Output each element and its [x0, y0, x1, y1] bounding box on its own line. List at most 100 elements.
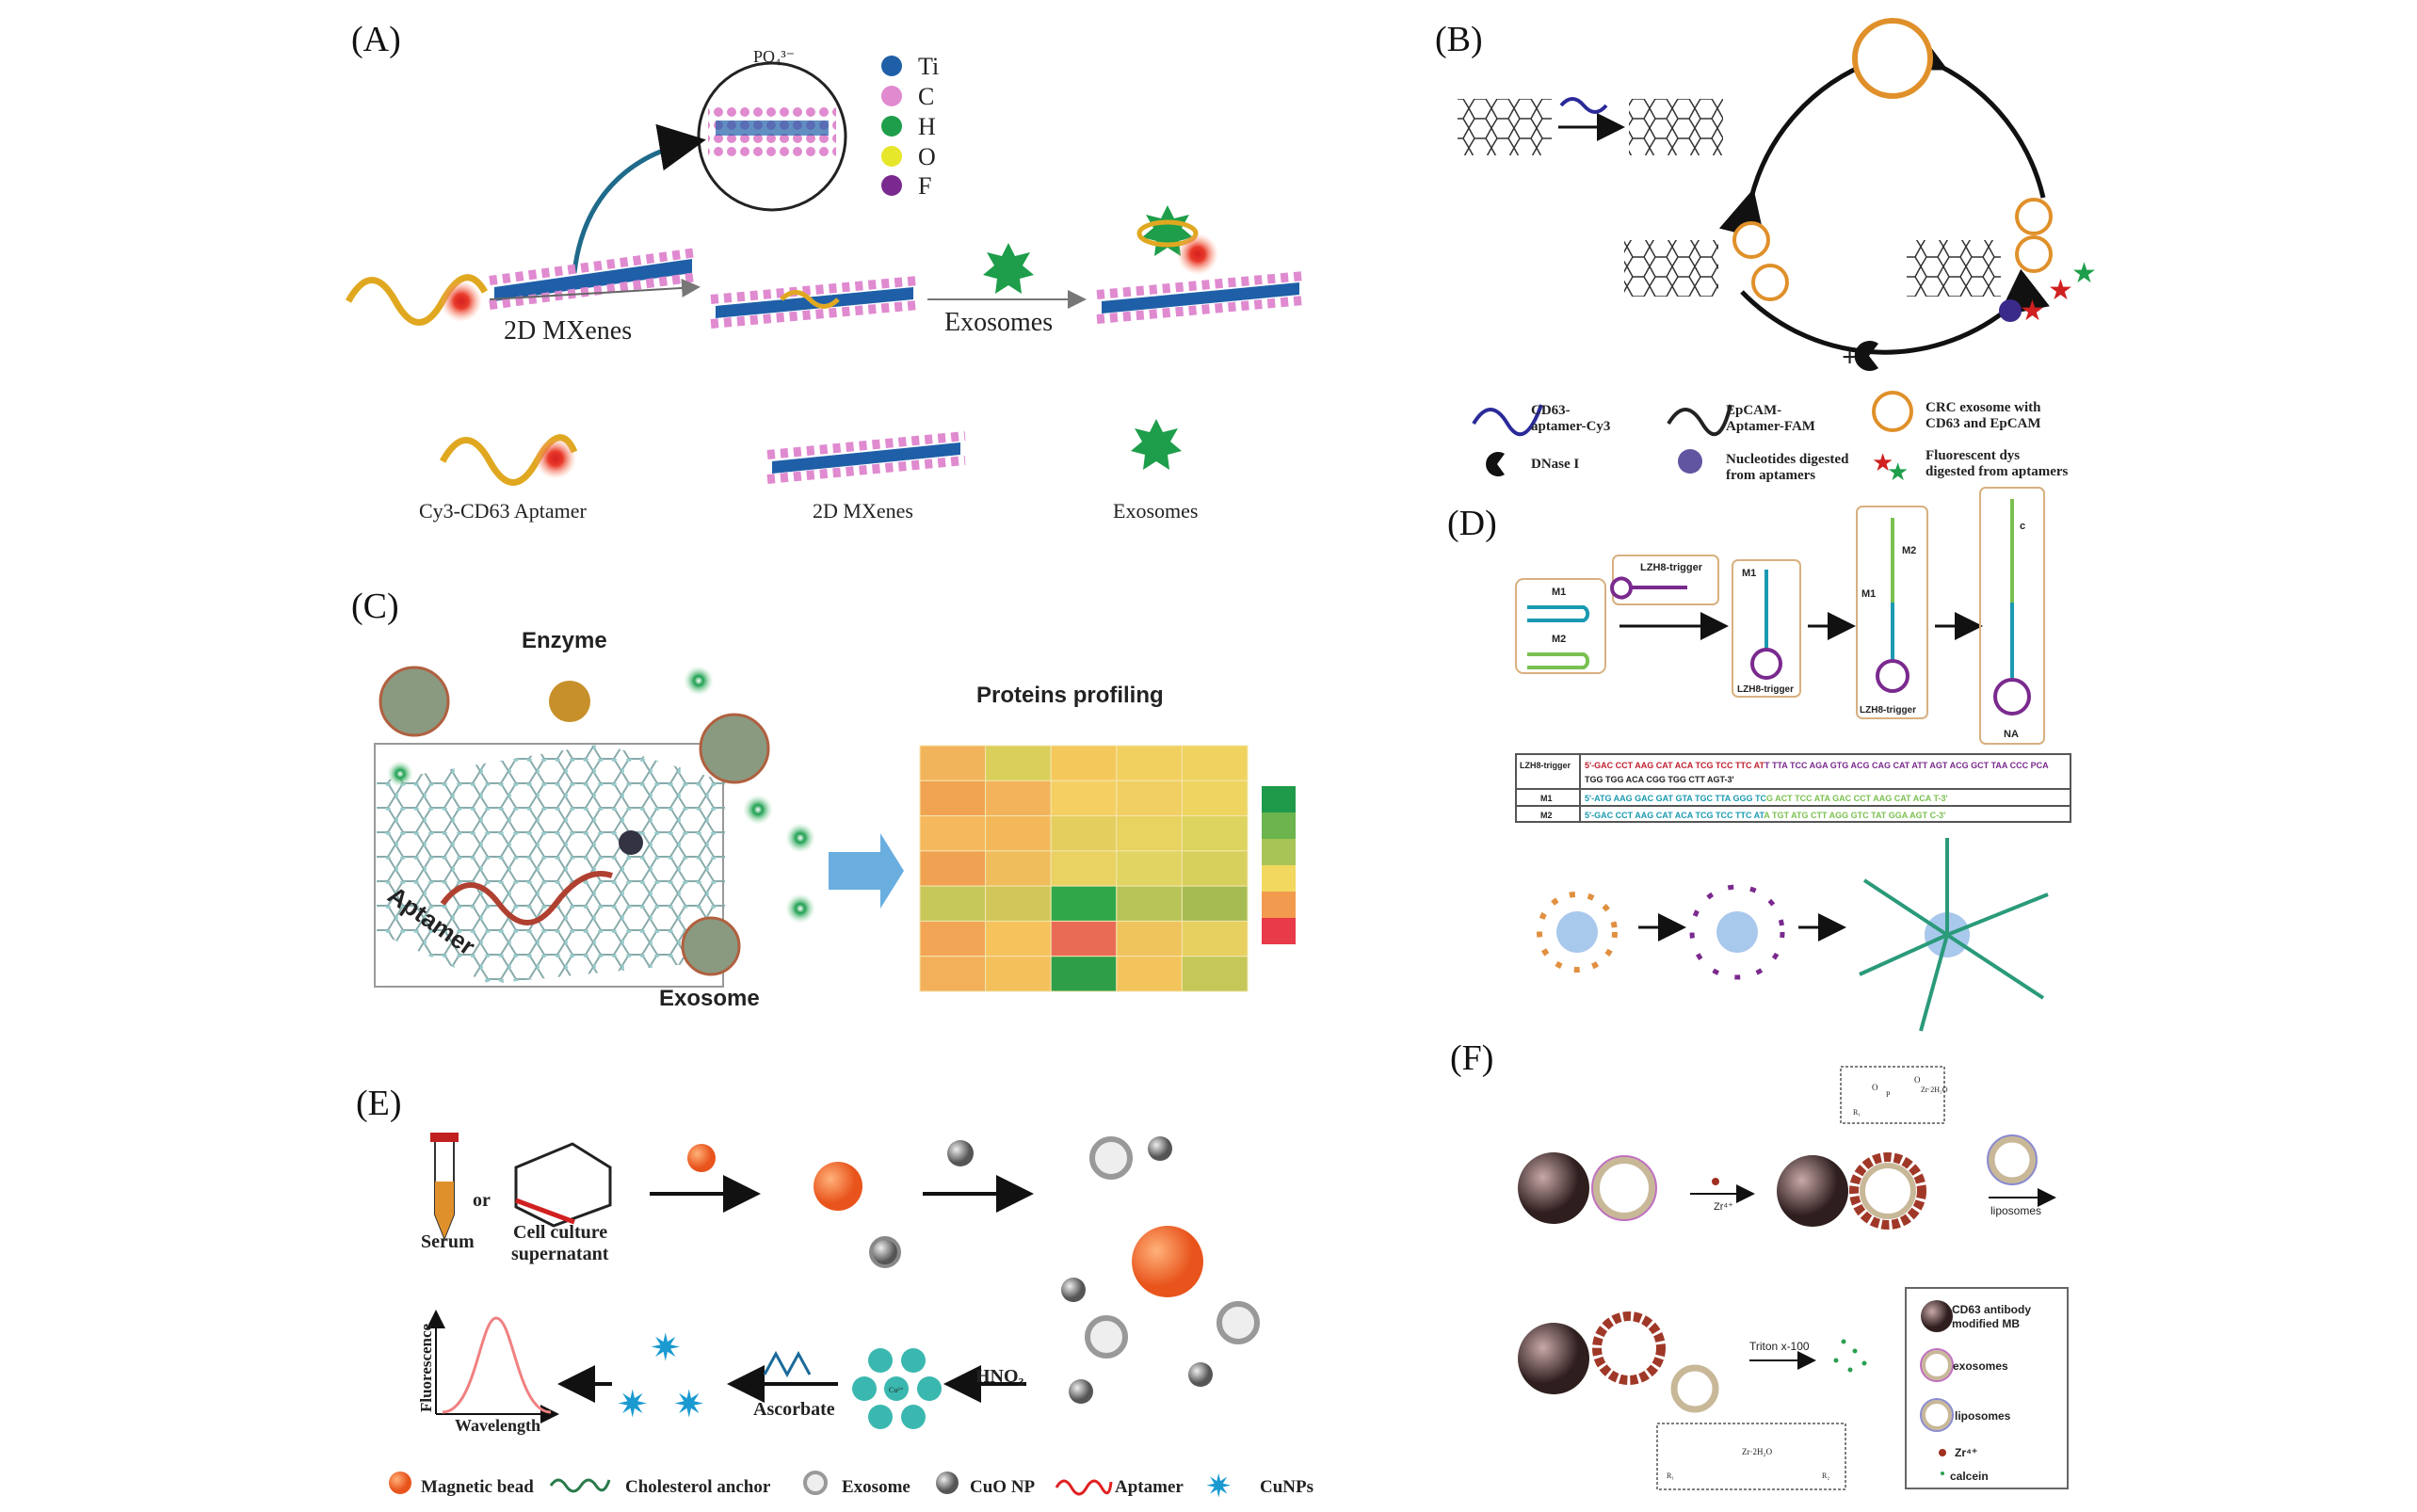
aptamer-icon	[1559, 97, 1608, 114]
heatmap-cell	[919, 956, 987, 992]
panel-label-c: (C)	[351, 587, 399, 626]
cycle-arrow	[1895, 27, 2046, 199]
legend-exosomes: exosomes	[1953, 1359, 2008, 1373]
chem-r2: R₂	[1822, 1472, 1829, 1480]
exosome-icon	[2015, 198, 2053, 235]
cell-culture-label: Cell culture	[513, 1222, 607, 1243]
panel-label-b: (B)	[1435, 20, 1483, 59]
c-atom-icon	[881, 86, 902, 106]
panel-label-f: (F)	[1450, 1038, 1493, 1078]
heatmap-cell	[1050, 745, 1118, 781]
panel-d: (D) M1 M2 LZH8-trigger M1 LZH8-trigger M…	[1447, 487, 2071, 1032]
panel-e: (E) Serum or Cell culture supernatant HN…	[356, 1084, 1313, 1504]
cuo-np-icon	[1188, 1362, 1213, 1387]
x-axis-label: Wavelength	[455, 1416, 540, 1435]
exosome-icon	[1592, 1156, 1656, 1220]
heatmap-cell	[1116, 815, 1183, 852]
panel-label-e: (E)	[356, 1084, 402, 1123]
magnetic-bead-icon	[687, 1144, 716, 1172]
magnetic-bead-icon	[1518, 1152, 1589, 1224]
chem-r1: R₁	[1853, 1108, 1861, 1117]
f-atom-icon	[881, 175, 902, 196]
legend-cd63-line2: aptamer-Cy3	[1531, 419, 1610, 434]
heatmap-cell	[1181, 956, 1249, 992]
cuo-np-icon	[947, 1140, 974, 1166]
m1-label: M1	[1552, 587, 1566, 598]
enzyme-icon	[549, 681, 590, 722]
exosome-label: Exosome	[659, 986, 760, 1011]
element-o: O	[918, 143, 936, 170]
legend-dnase: DNase I	[1531, 457, 1579, 472]
red-star-icon: ★	[2020, 296, 2045, 327]
liposomes-step-label: liposomes	[1990, 1204, 2041, 1217]
panel-b: (B) ★ ★ ★ + CD63- aptamer-Cy3 EpCAM- Apt…	[1435, 18, 2097, 486]
nucleotides-icon	[1999, 299, 2022, 322]
nanoparticle-icon	[1556, 911, 1598, 953]
emission-peak	[442, 1316, 552, 1414]
exosome-bilayer	[1860, 1163, 1916, 1219]
legend-liposome-icon	[1922, 1400, 1952, 1430]
chemistry-box	[1656, 1423, 1846, 1490]
magnetic-bead-icon	[1132, 1226, 1203, 1297]
fluorescent-dot	[785, 823, 815, 853]
fluorescent-dot	[785, 893, 815, 924]
heatmap-cell	[919, 920, 987, 957]
exosome-star-icon	[983, 243, 1034, 294]
legend-magnetic-bead: Magnetic bead	[421, 1477, 534, 1497]
legend-green-star-icon: ★	[1887, 458, 1909, 486]
legend-mb-line1: CD63 antibody	[1952, 1303, 2031, 1316]
chem-zr: Zr·2H₂O	[1742, 1447, 1773, 1456]
legend-mxene-icon	[766, 431, 966, 484]
heatmap-cell	[985, 920, 1052, 957]
table-row-name: LZH8-trigger	[1520, 761, 1571, 770]
legend-exosome-icon	[1922, 1350, 1952, 1380]
crc-exosome-icon	[1852, 18, 1933, 99]
m1-label: M1	[1742, 568, 1756, 579]
step1-box	[1732, 559, 1801, 698]
exosome-icon	[1089, 1136, 1133, 1180]
trigger-label: LZH8-trigger	[1737, 684, 1794, 695]
element-h: H	[918, 113, 936, 140]
heatmap-cell	[985, 850, 1052, 887]
chem-p: P	[1886, 1090, 1891, 1099]
flask-medium	[515, 1198, 575, 1225]
exosome-icon	[1732, 221, 1770, 259]
sequence-table: LZH8-trigger 5'-GAC CCT AAG CAT ACA TCG …	[1515, 753, 2071, 823]
legend-liposomes: liposomes	[1955, 1409, 2011, 1423]
h-atom-icon	[881, 116, 902, 137]
cunp-icon: ✷	[650, 1327, 682, 1369]
na-loop	[1993, 678, 2031, 716]
cuo-np-icon	[1148, 1136, 1172, 1161]
heatmap-cell	[1050, 815, 1118, 852]
m2-label: M2	[1902, 545, 1916, 556]
panel-label-d: (D)	[1447, 504, 1497, 543]
step-label-exosomes: Exosomes	[944, 308, 1053, 337]
heatmap-cell	[985, 745, 1052, 781]
table-row-name: M1	[1540, 794, 1553, 803]
chem-r1: R₁	[1667, 1472, 1674, 1480]
legend-crc-exosome-icon	[1872, 391, 1913, 432]
legend-aptamer: Aptamer	[1115, 1477, 1184, 1497]
exosome-icon	[1085, 1315, 1128, 1359]
panel-a: (A) PO₄³⁻ Ti C H O F 2D MXenes	[345, 20, 1305, 523]
heatmap-cell	[1116, 780, 1183, 817]
heatmap-cell	[1181, 885, 1249, 922]
heatmap-cell	[985, 885, 1052, 922]
ti-atom-icon	[881, 56, 902, 76]
element-legend: Ti C H O F	[881, 53, 939, 200]
m1-label: M1	[1861, 588, 1876, 600]
serum-fill	[435, 1182, 454, 1238]
legend-cunps: CuNPs	[1260, 1477, 1313, 1497]
color-scale-swatch	[1262, 918, 1296, 944]
legend-cholesterol-icon	[549, 1478, 611, 1493]
legend-mb-line2: modified MB	[1952, 1317, 2020, 1330]
chem-o: O	[1914, 1075, 1921, 1085]
heatmap-cell	[985, 780, 1052, 817]
zoom-arrow	[572, 123, 706, 274]
exosome-icon	[2015, 235, 2053, 273]
legend-magnetic-bead-icon	[389, 1472, 411, 1494]
dna-nanowires	[1859, 838, 2049, 1032]
trigger-label: LZH8-trigger	[1640, 562, 1703, 573]
trigger-loop	[1750, 648, 1782, 680]
